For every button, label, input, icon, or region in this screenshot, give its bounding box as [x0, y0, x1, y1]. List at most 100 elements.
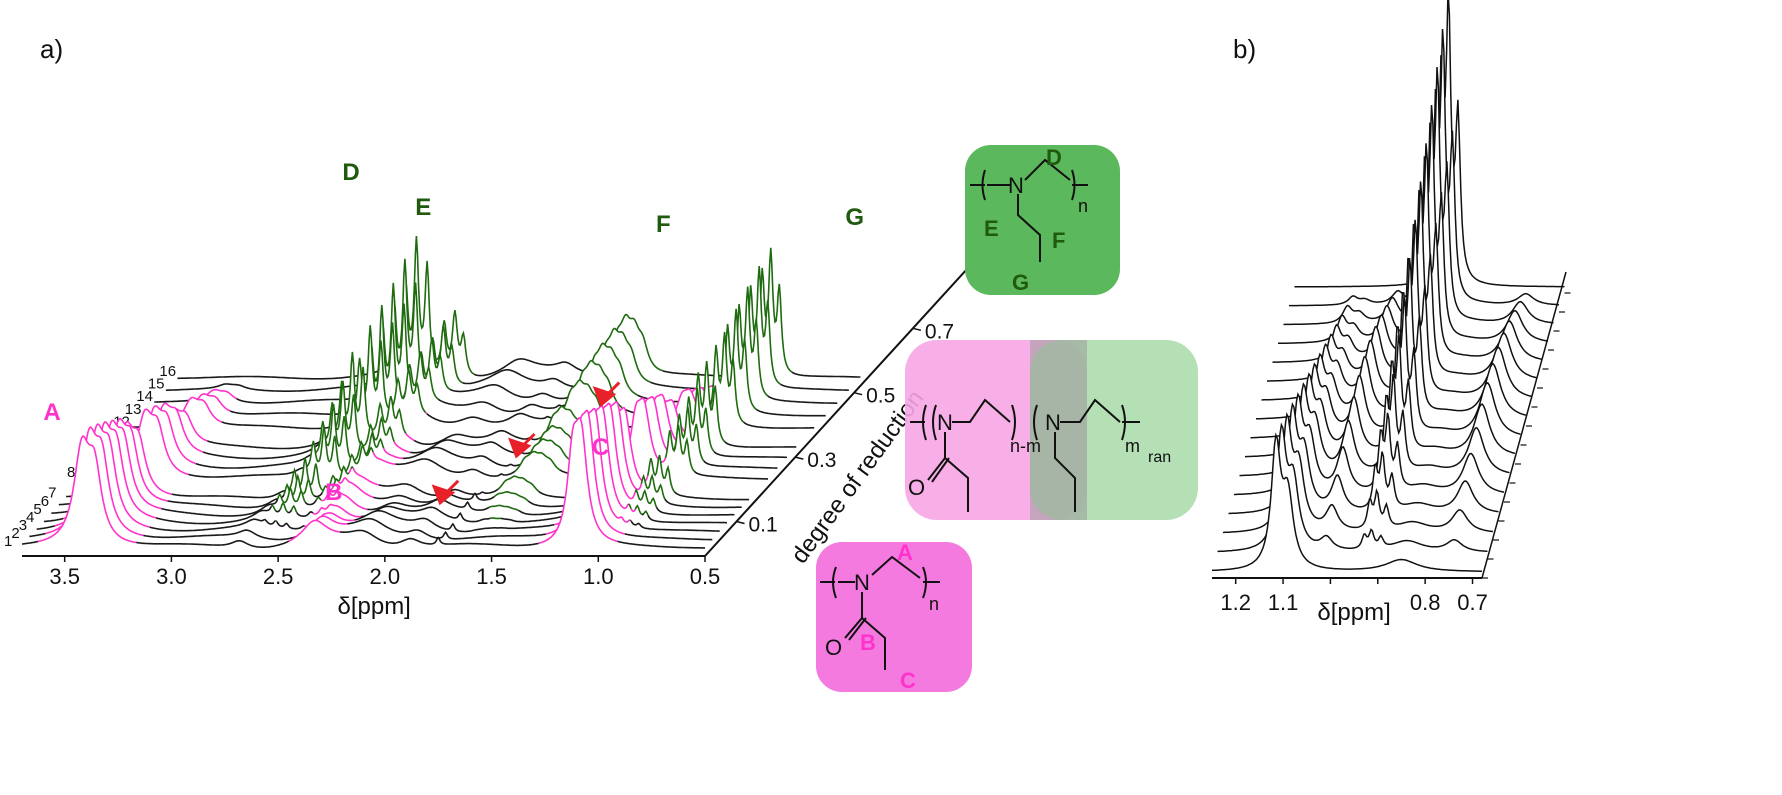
trace-segment — [167, 494, 285, 509]
trace-segment — [425, 412, 428, 415]
trace-segment — [171, 488, 290, 499]
trace-segment — [143, 529, 297, 541]
trace-mask — [142, 305, 826, 416]
trace-segment — [339, 529, 539, 547]
amide-label-b: B — [860, 630, 876, 655]
depth-tick-label: 0.3 — [807, 449, 836, 472]
trace-segment — [630, 508, 636, 513]
b-x-tick-label: 0.8 — [1410, 590, 1441, 615]
trace-segment — [393, 441, 411, 454]
trace-segment — [395, 458, 516, 477]
trace-label-15: 15 — [148, 375, 165, 392]
trace-segment — [286, 509, 293, 514]
trace-mask — [22, 417, 705, 548]
trace-segment — [290, 504, 298, 514]
trace-segment — [724, 441, 797, 448]
trace-segment — [43, 517, 64, 523]
trace-segment — [634, 504, 643, 515]
depth-tick-label: 0.5 — [866, 385, 895, 408]
peak-label-c: C — [592, 434, 609, 461]
trace-label-2: 2 — [11, 525, 19, 542]
depth-tick-mark — [853, 391, 863, 396]
peak-label-f: F — [656, 211, 671, 238]
trace-segment — [437, 398, 566, 413]
trace-segment — [713, 451, 787, 459]
trace-segment — [202, 439, 326, 460]
trace-segment — [354, 509, 555, 533]
trace-segment — [304, 499, 317, 506]
b-x-tick-label: 1.1 — [1268, 590, 1299, 615]
copolymer-atom-o: O — [908, 475, 925, 500]
depth-tick-mark — [795, 456, 804, 460]
red-arrow-marker — [592, 381, 621, 408]
amine-atom-n: N — [1008, 173, 1024, 198]
trace-segment — [321, 485, 332, 493]
trace-segment — [664, 498, 742, 509]
trace-segment — [315, 496, 322, 501]
amide-structure-bonds — [820, 555, 940, 670]
trace-segment — [161, 498, 279, 517]
trace-segment — [165, 373, 384, 392]
amide-label-c: C — [900, 668, 916, 693]
trace-segment — [617, 540, 705, 549]
trace-segment — [307, 426, 374, 473]
trace-segment — [276, 521, 305, 530]
trace-segment — [693, 470, 768, 480]
trace-segment — [673, 406, 705, 462]
trace-segment — [413, 429, 539, 445]
trace-segment — [337, 476, 374, 499]
trace-segment — [155, 505, 273, 525]
trace-segment — [296, 510, 314, 518]
depth-axis-line — [704, 244, 990, 557]
trace-label-5: 5 — [33, 501, 41, 518]
trace-segment — [643, 510, 649, 516]
trace-label-8: 8 — [67, 464, 75, 481]
trace-segment — [488, 504, 520, 512]
amide-structure-box — [816, 542, 972, 692]
amide-atom-n: N — [854, 570, 870, 595]
copolymer-overlap-region — [1030, 340, 1087, 520]
x-tick-label: 3.0 — [156, 564, 187, 589]
copolymer-subscript-m: m — [1125, 436, 1140, 456]
peak-label-e: E — [415, 194, 431, 221]
trace-segment — [655, 506, 735, 516]
trace-segment — [640, 473, 666, 500]
depth-tick-mark — [912, 327, 922, 332]
structure-copolymer: N O N n-m m ran — [905, 340, 1198, 520]
x-tick-label: 1.0 — [583, 564, 614, 589]
trace-segment — [405, 432, 415, 442]
structure-amide-polymer: N O n A B C — [816, 540, 972, 693]
b-x-axis-title: δ[ppm] — [1317, 599, 1390, 626]
peak-label-g: G — [845, 204, 864, 231]
trace-segment — [347, 517, 547, 540]
trace-segment — [743, 421, 815, 429]
x-tick-label: 2.5 — [263, 564, 294, 589]
amine-label-f: F — [1052, 228, 1065, 253]
amide-subscript-n: n — [929, 594, 939, 614]
copolymer-subscript-n-m: n-m — [1010, 436, 1041, 456]
trace-segment — [329, 490, 368, 511]
copolymer-bonds — [910, 398, 1140, 512]
trace-segment — [348, 468, 352, 474]
trace-segment — [288, 519, 341, 542]
trace-segment — [538, 417, 618, 545]
trace-segment — [313, 492, 323, 498]
trace-segment — [703, 460, 778, 469]
trace-segment — [629, 519, 632, 522]
trace-segment — [673, 491, 750, 501]
trace-segment — [641, 512, 645, 516]
trace-label-14: 14 — [136, 388, 153, 405]
trace-segment — [29, 532, 46, 538]
x-tick-label: 0.5 — [690, 564, 721, 589]
trace-segment — [493, 490, 529, 502]
trace-segment — [37, 435, 137, 544]
trace-segment — [497, 475, 540, 493]
trace-segment — [21, 540, 39, 545]
trace-segment — [352, 467, 380, 486]
trace-segment — [350, 465, 354, 469]
trace-segment — [36, 525, 56, 530]
trace-segment — [628, 503, 632, 509]
trace-label-3: 3 — [19, 517, 27, 534]
trace-segment — [634, 488, 658, 508]
trace-segment — [630, 520, 720, 532]
